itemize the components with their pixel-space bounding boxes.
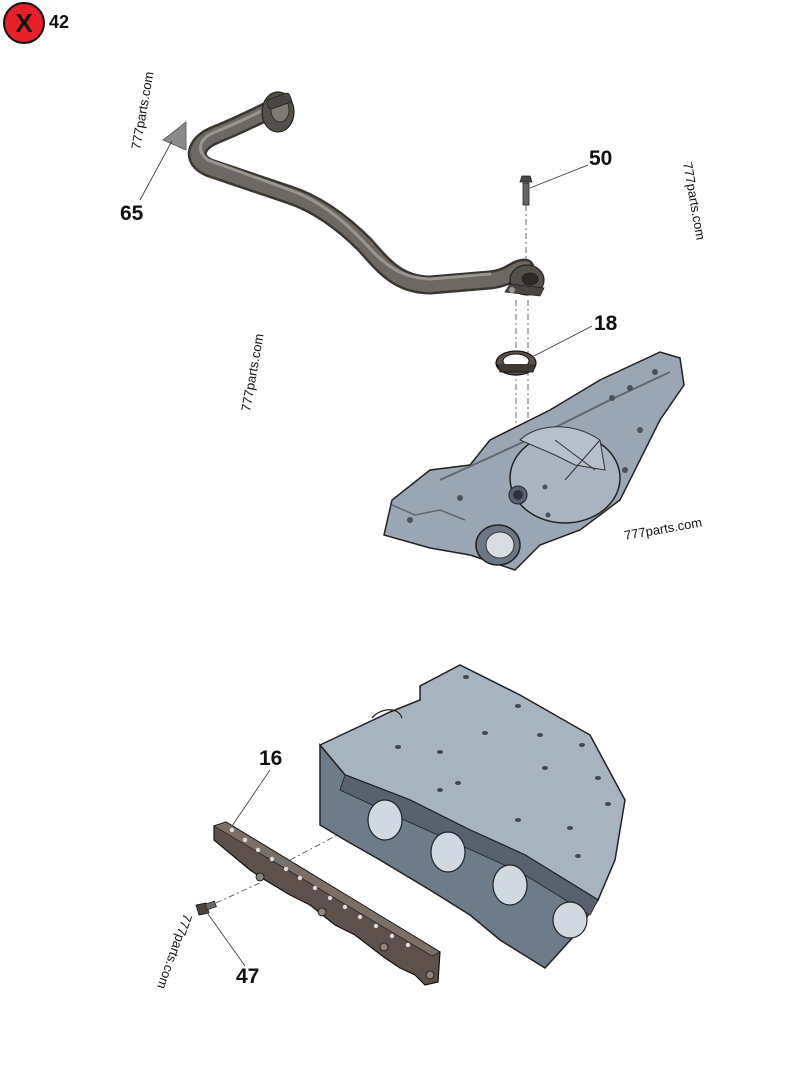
part-47-bolt[interactable] — [195, 900, 217, 916]
page-number: 42 — [49, 12, 69, 32]
callout-50[interactable]: 50 — [589, 147, 612, 170]
watermark: 777parts.com — [623, 515, 703, 543]
part-50-bolt[interactable] — [519, 175, 533, 206]
leader-line-50 — [529, 164, 589, 189]
callout-16[interactable]: 16 — [259, 747, 282, 770]
part-18-gasket[interactable] — [495, 350, 537, 376]
callout-18[interactable]: 18 — [594, 312, 618, 335]
watermark: 777parts.com — [154, 912, 195, 991]
housing-assembly[interactable] — [383, 351, 685, 571]
engine-block[interactable] — [318, 664, 626, 969]
watermark: 777parts.com — [128, 70, 156, 150]
leader-line-18 — [533, 325, 593, 357]
leader-line-47 — [207, 913, 246, 967]
callout-47[interactable]: 47 — [236, 965, 259, 988]
oil-pipe[interactable] — [188, 91, 545, 297]
leader-line-16 — [231, 769, 271, 827]
watermark: 777parts.com — [680, 161, 708, 241]
part-16-gasket-plate[interactable] — [213, 821, 441, 986]
watermark: 777parts.com — [238, 332, 266, 412]
close-icon[interactable] — [3, 2, 45, 44]
close-symbol: X — [15, 8, 33, 38]
centerline-47 — [215, 881, 263, 904]
leader-line-65 — [139, 140, 173, 201]
part-65-marker-icon — [162, 121, 187, 151]
callout-65[interactable]: 65 — [120, 202, 144, 225]
close-button[interactable]: X — [3, 2, 45, 44]
